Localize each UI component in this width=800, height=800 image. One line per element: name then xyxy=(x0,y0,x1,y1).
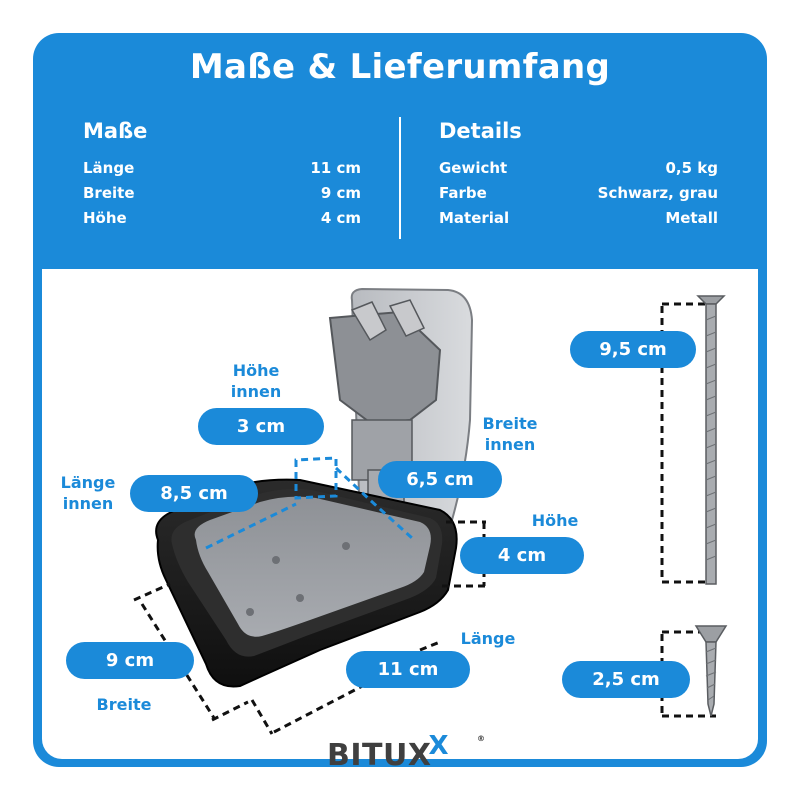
label-laenge-innen-line1: Länge xyxy=(60,473,116,492)
brand-accent: X xyxy=(428,731,450,761)
masse-value-breite: 9 cm xyxy=(320,184,361,202)
label-hoehe-innen-line1: Höhe xyxy=(232,361,280,380)
masse-value-laenge: 11 cm xyxy=(310,159,361,177)
label-breite-innen: Breite innen xyxy=(468,413,552,455)
masse-label-hoehe: Höhe xyxy=(83,209,127,227)
pill-laenge-innen: 8,5 cm xyxy=(130,475,258,512)
pill-breite-innen: 6,5 cm xyxy=(378,461,502,498)
details-value-farbe: Schwarz, grau xyxy=(597,184,718,202)
pill-short-screw: 2,5 cm xyxy=(562,661,690,698)
masse-label-laenge: Länge xyxy=(83,159,135,177)
label-breite-innen-line1: Breite xyxy=(482,414,538,433)
label-laenge-innen: Länge innen xyxy=(50,472,126,514)
outer-dimension-lines xyxy=(133,302,716,735)
details-label-farbe: Farbe xyxy=(439,184,487,202)
short-screw xyxy=(694,625,728,717)
page-title: Maße & Lieferumfang xyxy=(189,47,611,87)
column-divider xyxy=(399,117,401,239)
long-screw xyxy=(696,295,726,585)
masse-heading: Maße xyxy=(83,119,148,143)
label-laenge: Länge xyxy=(460,629,516,648)
pill-hoehe-innen: 3 cm xyxy=(198,408,324,445)
details-value-material: Metall xyxy=(665,209,718,227)
label-breite-innen-line2: innen xyxy=(484,435,536,454)
registered-mark: ® xyxy=(477,734,486,743)
label-hoehe-innen-line2: innen xyxy=(230,382,282,401)
label-laenge-innen-line2: innen xyxy=(62,494,114,513)
masse-value-hoehe: 4 cm xyxy=(320,209,361,227)
label-breite: Breite xyxy=(96,695,152,714)
label-hoehe: Höhe xyxy=(531,511,579,530)
details-heading: Details xyxy=(439,119,522,143)
label-hoehe-innen: Höhe innen xyxy=(214,360,298,402)
details-label-material: Material xyxy=(439,209,510,227)
inner-dimension-lines xyxy=(205,456,414,550)
pill-hoehe: 4 cm xyxy=(460,537,584,574)
pill-laenge: 11 cm xyxy=(346,651,470,688)
details-value-gewicht: 0,5 kg xyxy=(665,159,718,177)
pill-long-screw: 9,5 cm xyxy=(570,331,696,368)
brand-logo: BITUXX ® xyxy=(327,731,485,778)
details-label-gewicht: Gewicht xyxy=(439,159,508,177)
pill-breite: 9 cm xyxy=(66,642,194,679)
masse-label-breite: Breite xyxy=(83,184,135,202)
brand-name: BITUX xyxy=(327,738,432,773)
